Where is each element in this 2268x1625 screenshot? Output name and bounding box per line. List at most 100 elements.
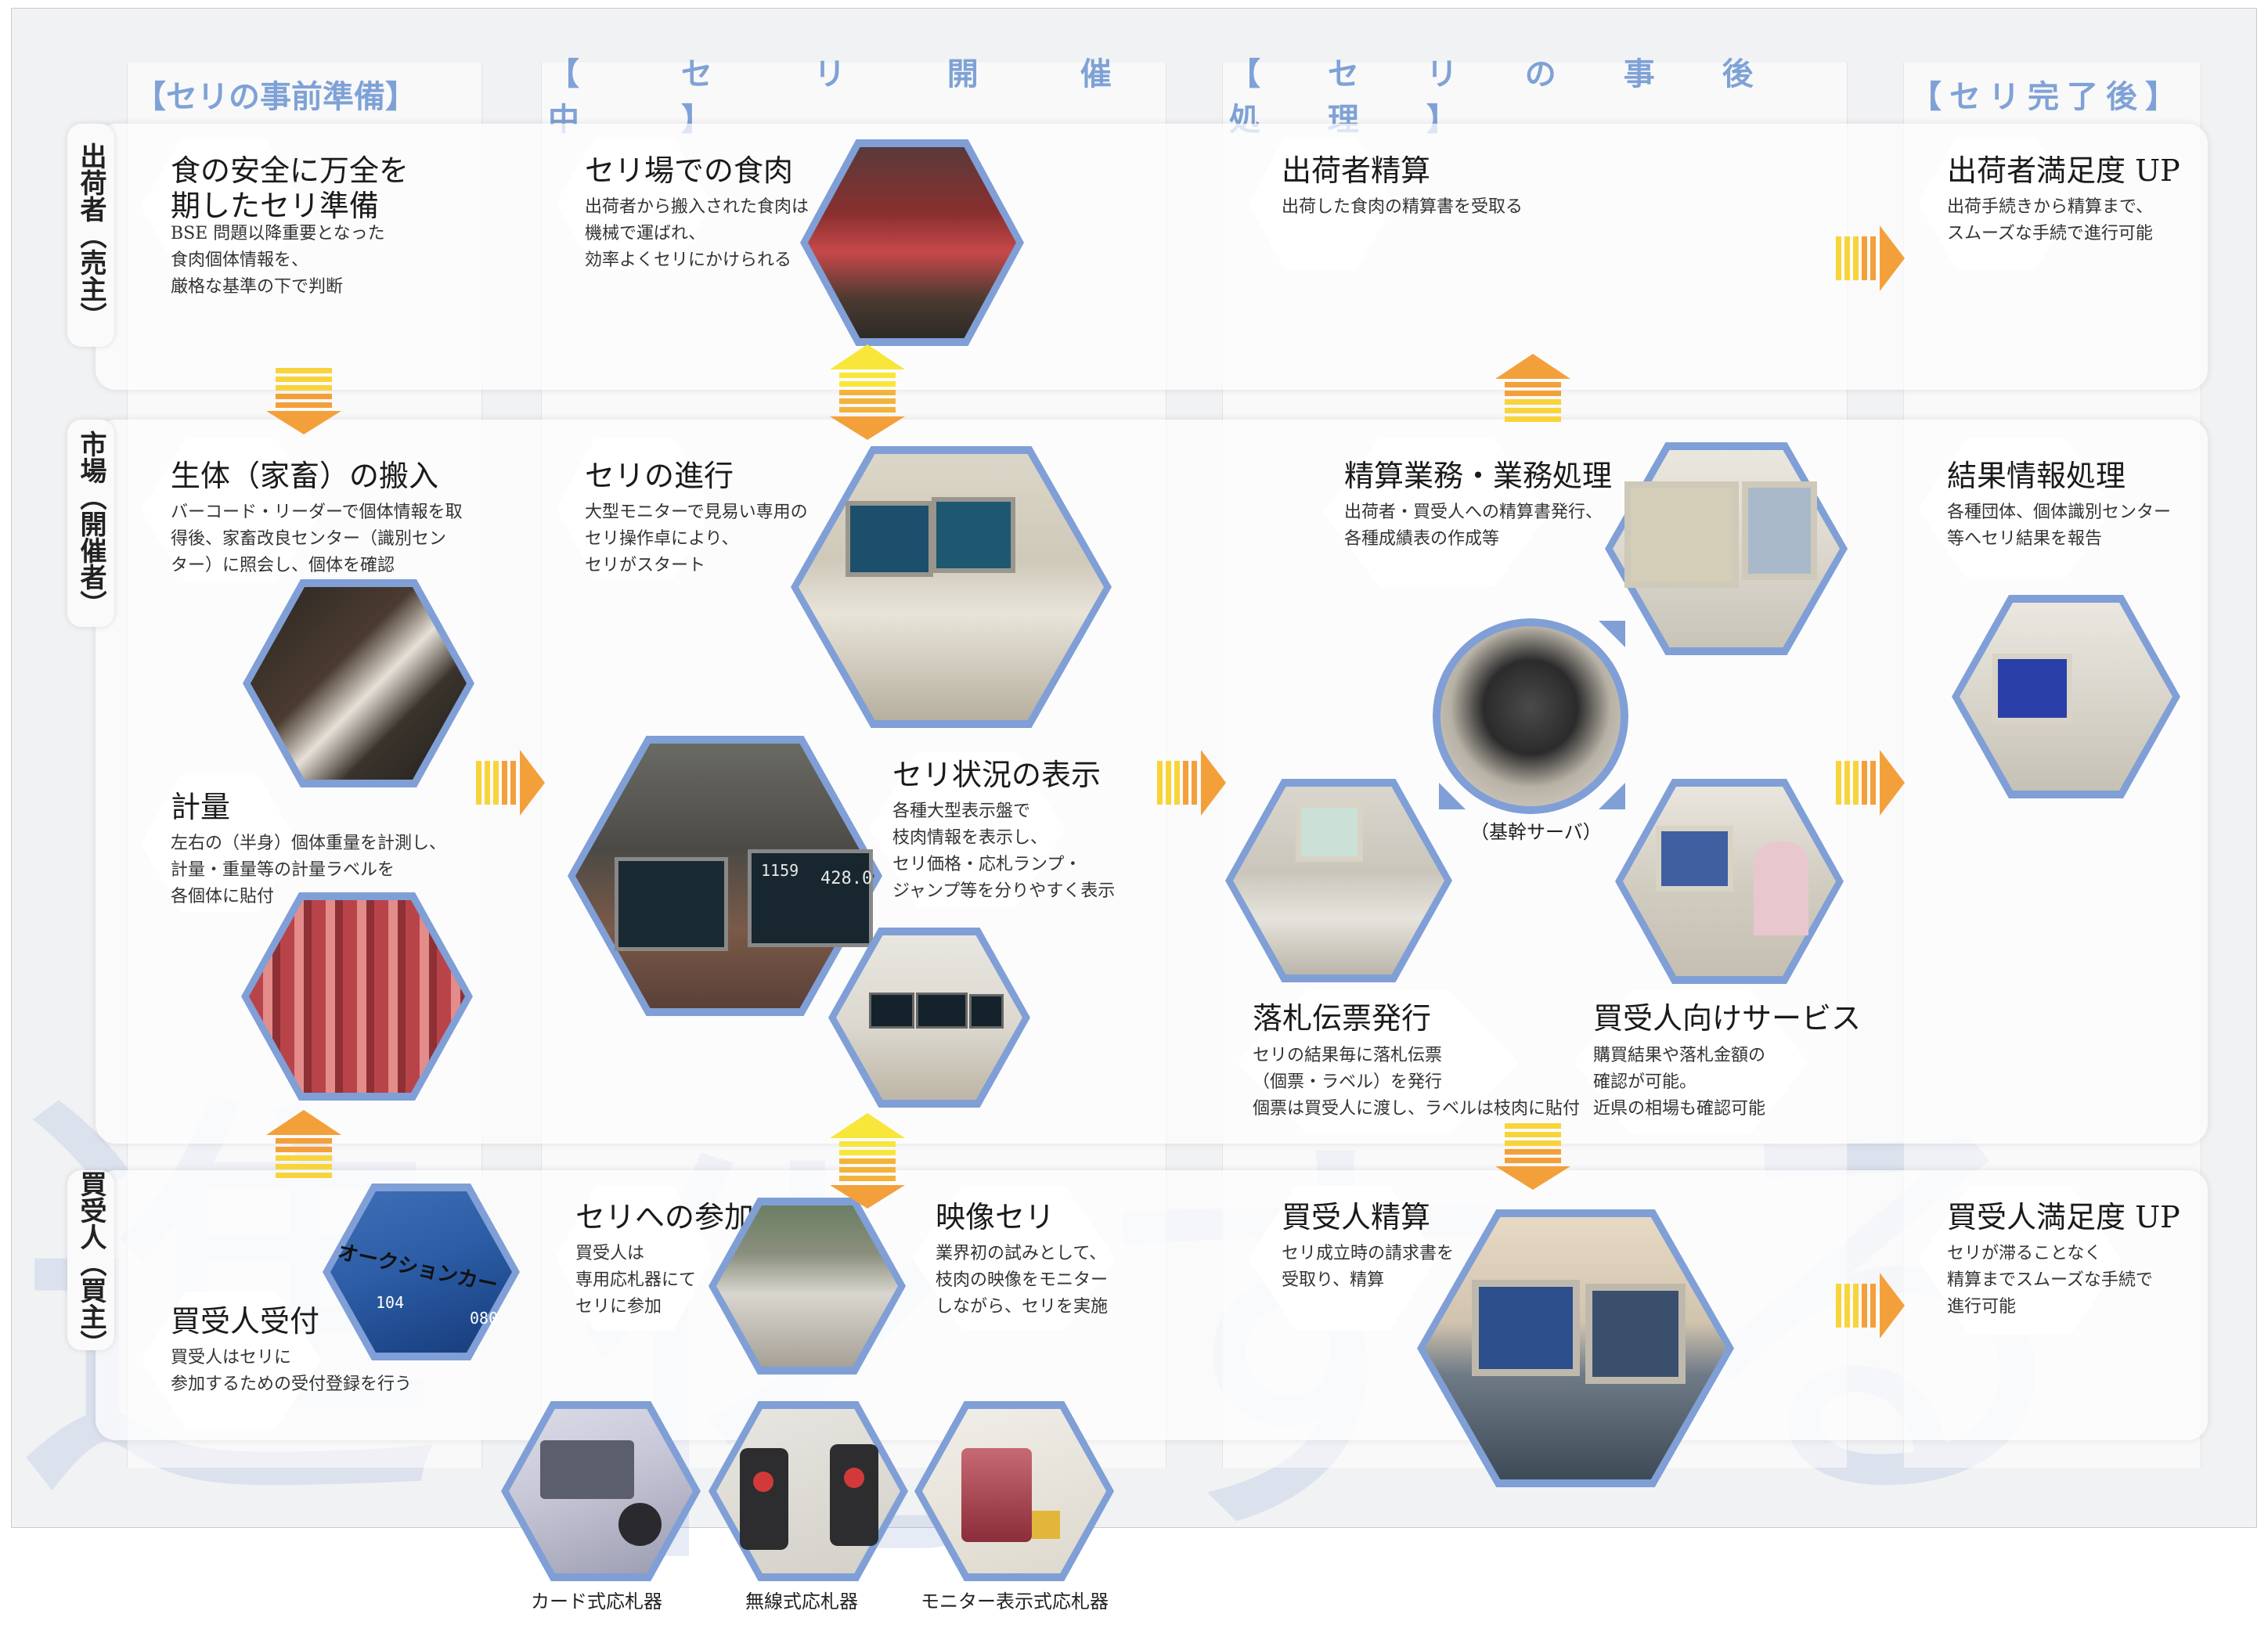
- column-header-done: 【セリ完了後】: [1910, 79, 2184, 115]
- wall-display: [869, 993, 914, 1029]
- block-desc: 各個体に貼付: [171, 887, 275, 906]
- office-monitor: [1624, 481, 1739, 588]
- display-board: [748, 849, 873, 947]
- block-desc: 各種団体、個体識別センター: [1947, 503, 2172, 522]
- server-corner-triangle: [1599, 621, 1625, 647]
- block-desc: セリが滞ることなく: [1947, 1244, 2102, 1263]
- wall-display: [916, 993, 968, 1029]
- block-title: 買受人受付: [171, 1304, 320, 1339]
- remote-unit: [830, 1444, 878, 1546]
- block-desc: 枝肉の映像をモニター: [936, 1270, 1109, 1290]
- title-hex: [1249, 137, 1394, 270]
- block-title: 買受人向けサービス: [1593, 1001, 1862, 1036]
- block-desc: 等へセリ結果を報告: [1947, 529, 2103, 549]
- block-title: 精算業務・業務処理: [1344, 459, 1613, 493]
- row-label-buyer: 買受人（買主）: [67, 1170, 114, 1357]
- row-label-market: 市場（開催者）: [67, 420, 114, 627]
- block-desc: セリ価格・応札ランプ・: [892, 855, 1082, 874]
- title-hex: [1574, 990, 1808, 1135]
- photo-main-server: [1440, 626, 1621, 806]
- wall-display: [969, 994, 1004, 1029]
- block-desc: スムーズな手続で進行可能: [1947, 224, 2153, 243]
- row-label-seller: 出荷者（売主）: [67, 124, 114, 347]
- block-desc: 得後、家畜改良センター（識別セン: [171, 529, 447, 549]
- block-desc: セリ成立時の請求書を: [1282, 1244, 1455, 1263]
- settlement-monitor: [1585, 1284, 1686, 1384]
- block-title: 出荷者精算: [1282, 153, 1431, 188]
- block-desc: 近県の相場も確認可能: [1593, 1099, 1766, 1119]
- remote-button: [844, 1468, 864, 1488]
- block-desc: 個票は買受人に渡し、ラベルは枝肉に貼付: [1253, 1099, 1581, 1119]
- display-board: [615, 857, 728, 951]
- block-title: 生体（家畜）の搬入: [171, 459, 439, 493]
- card-number: 104: [376, 1293, 405, 1312]
- card-reader-body: [540, 1440, 634, 1499]
- block-title: 出荷者満足度 UP: [1947, 153, 2180, 188]
- settlement-monitor: [1472, 1280, 1580, 1376]
- monitor-badge: [1032, 1511, 1060, 1539]
- card-number: 080: [470, 1309, 499, 1328]
- block-desc: セリがスタート: [585, 556, 706, 575]
- row-seller: [96, 124, 2208, 390]
- block-desc: 購買結果や落札金額の: [1593, 1046, 1766, 1065]
- block-desc: しながら、セリを実施: [936, 1297, 1109, 1317]
- block-desc: 買受人は: [575, 1244, 645, 1263]
- column-header-prep: 【セリの事前準備】: [135, 79, 416, 115]
- block-title: 食の安全に万全を: [171, 153, 409, 188]
- block-desc: 食肉個体情報を、: [171, 250, 309, 270]
- remote-unit: [740, 1448, 788, 1550]
- photo-auction-card: [330, 1191, 512, 1353]
- console-monitor: [846, 501, 933, 577]
- card-reader-handle: [618, 1503, 662, 1546]
- block-title: セリの進行: [585, 459, 734, 493]
- block-desc: 効率よくセリにかけられる: [585, 250, 792, 270]
- display-value: 428.0: [820, 869, 873, 888]
- block-title: セリへの参加: [575, 1200, 755, 1234]
- office-monitor: [1742, 481, 1817, 580]
- block-desc: 出荷者・買受人への精算書発行、: [1344, 503, 1603, 522]
- block-desc: 精算までスムーズな手続で: [1947, 1270, 2153, 1290]
- block-desc: BSE 問題以降重要となった: [171, 224, 385, 243]
- monitor-carcass-image: [961, 1448, 1032, 1542]
- block-title: 落札伝票発行: [1253, 1001, 1432, 1036]
- block-desc: 参加するための受付登録を行う: [171, 1375, 413, 1394]
- block-desc: 買受人はセリに: [171, 1348, 292, 1367]
- block-title: 計量: [171, 790, 231, 824]
- block-desc: 出荷した食肉の精算書を受取る: [1282, 197, 1523, 217]
- block-desc: 機械で運ばれ、: [585, 224, 706, 243]
- block-title: 買受人精算: [1282, 1200, 1431, 1234]
- block-desc: 出荷者から搬入された食肉は: [585, 197, 809, 217]
- block-desc: ター）に照会し、個体を確認: [171, 556, 395, 575]
- title-hex: [912, 1186, 1116, 1331]
- device-caption: モニター表示式応札器: [921, 1591, 1109, 1612]
- photo-carcass-hall: [808, 147, 1016, 338]
- block-title: 映像セリ: [936, 1200, 1055, 1234]
- service-person: [1754, 841, 1808, 935]
- block-desc: 確認が可能。: [1593, 1072, 1697, 1092]
- title-hex: [141, 137, 305, 278]
- result-monitor: [1992, 654, 2072, 723]
- block-desc: 大型モニターで見易い専用の: [585, 503, 808, 522]
- title-hex: [1918, 438, 2114, 579]
- console-monitor: [932, 497, 1015, 573]
- block-desc: 枝肉情報を表示し、: [892, 828, 1048, 848]
- block-title: セリ場での食肉: [585, 153, 794, 188]
- block-title: 買受人満足度 UP: [1947, 1200, 2180, 1234]
- device-caption: 無線式応札器: [745, 1591, 858, 1612]
- block-desc: 各種成績表の作成等: [1344, 529, 1500, 549]
- block-desc: ジャンプ等を分りやすく表示: [892, 881, 1116, 901]
- block-desc: 計量・重量等の計量ラベルを: [171, 860, 395, 880]
- block-desc: セリに参加: [575, 1297, 662, 1317]
- title-hex: [1323, 438, 1550, 587]
- block-desc: 厳格な基準の下で判断: [171, 277, 344, 297]
- block-desc: セリ操作卓により、: [585, 529, 739, 549]
- display-value: 1159: [761, 861, 799, 880]
- block-desc: バーコード・リーダーで個体情報を取: [171, 503, 463, 522]
- block-title: 結果情報処理: [1947, 459, 2126, 493]
- block-desc: 各種大型表示盤で: [892, 802, 1031, 821]
- server-corner-triangle: [1439, 783, 1466, 809]
- block-desc: 受取り、精算: [1282, 1270, 1385, 1290]
- printer-monitor: [1296, 802, 1363, 862]
- block-title: 期したセリ準備: [171, 189, 380, 223]
- block-desc: 左右の（半身）個体重量を計測し、: [171, 834, 447, 853]
